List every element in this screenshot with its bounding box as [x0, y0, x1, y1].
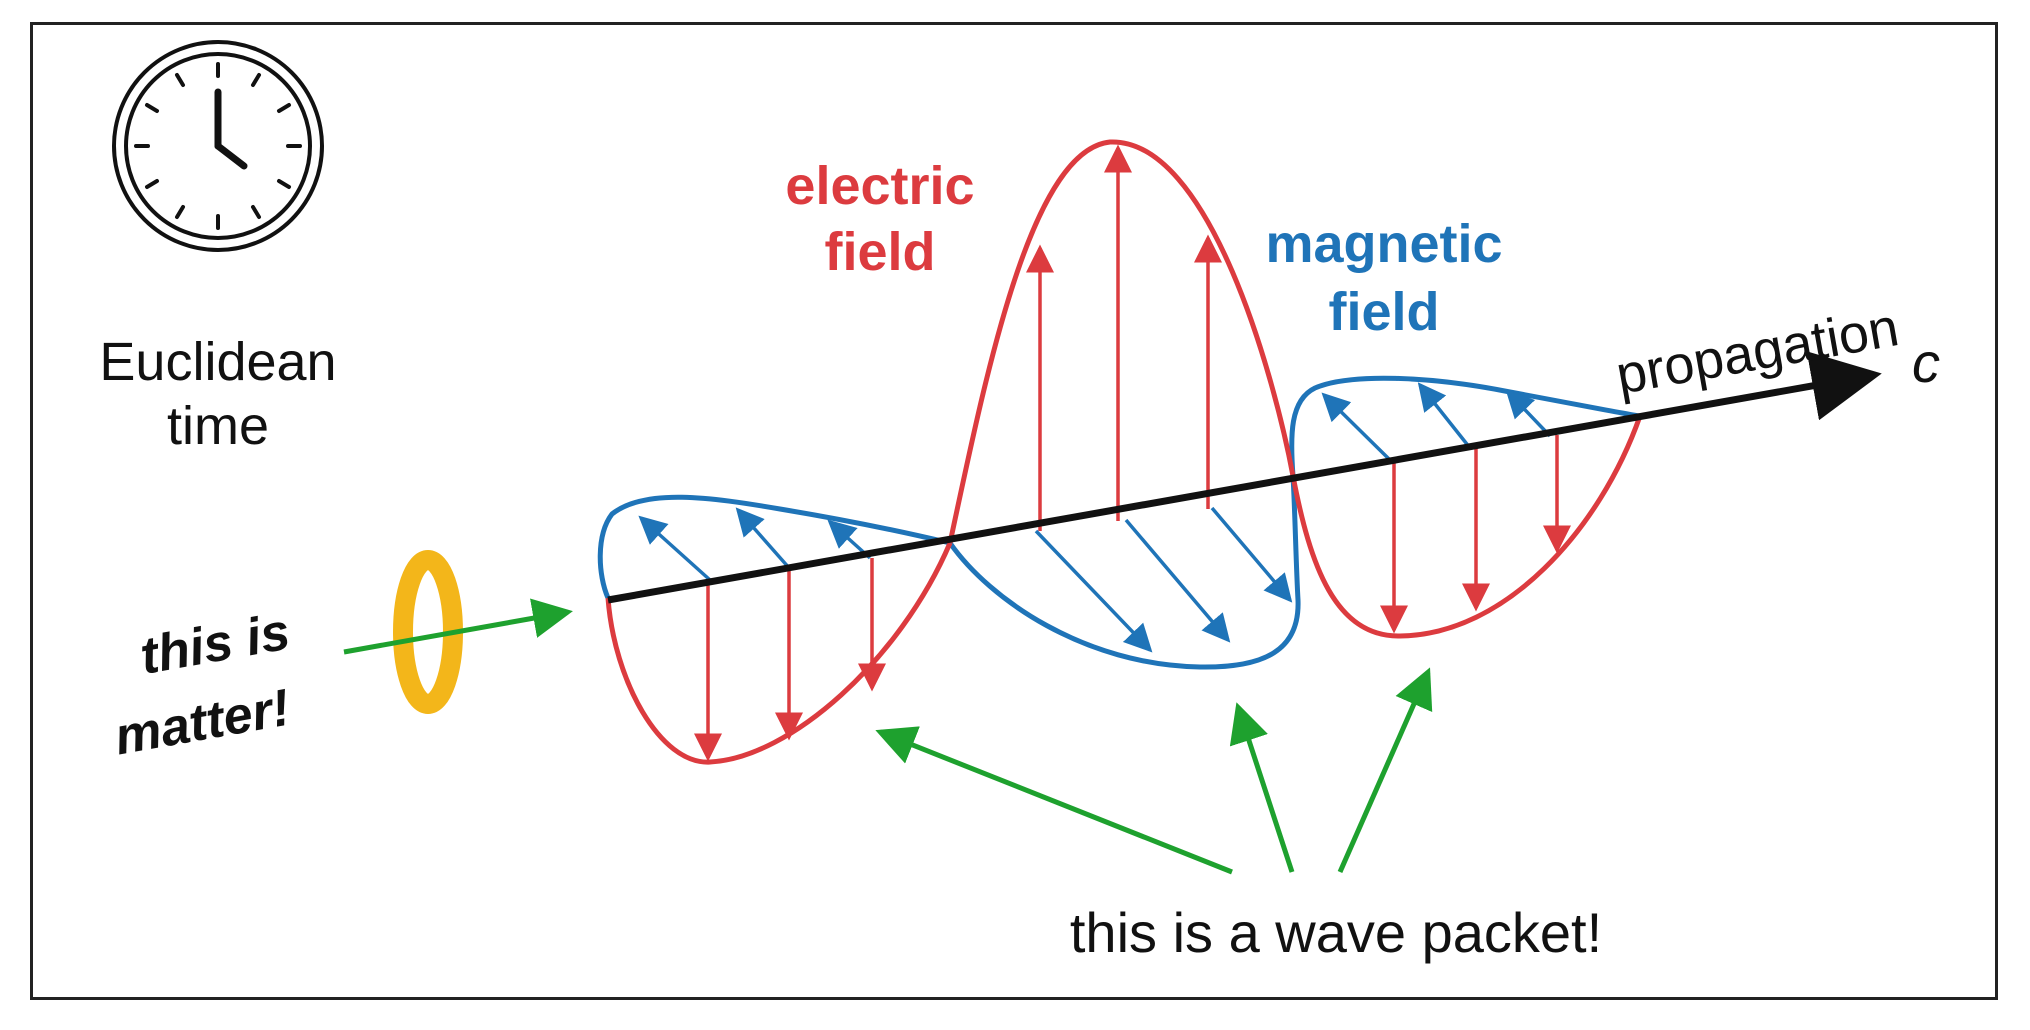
- green-pointer-arrows: [343, 598, 1433, 875]
- propagation-label: propagation: [1612, 297, 1903, 406]
- magnetic-field-wave: [597, 375, 1641, 670]
- wave-packet-pointer-arrow: [1229, 702, 1295, 873]
- wave-packet-pointer-arrow: [875, 726, 1233, 875]
- magnetic-vector: [1505, 389, 1552, 438]
- magnetic-vector: [1210, 506, 1293, 603]
- electric-field-vectors: [694, 144, 1571, 762]
- magnetic-field-label-line1: magnetic: [1265, 214, 1502, 274]
- speed-of-light-label: c: [1912, 331, 1940, 394]
- magnetic-field-vectors: [638, 382, 1552, 653]
- electric-lobe-2: [947, 139, 1296, 544]
- electric-field-label-line1: electric: [785, 156, 974, 216]
- matter-label-line1: this is: [136, 603, 294, 686]
- magnetic-vector: [735, 507, 792, 571]
- clock-label-line1: Euclidean: [99, 332, 336, 392]
- magnetic-lobe-2: [947, 475, 1301, 670]
- matter-label-line2: matter!: [110, 679, 294, 767]
- wave-packet-label: this is a wave packet!: [1070, 901, 1602, 964]
- magnetic-vector: [1321, 392, 1392, 462]
- magnetic-vector: [1417, 382, 1472, 450]
- propagation-axis: [607, 351, 1882, 604]
- electric-lobe-3: [1290, 415, 1643, 639]
- clock-label-line2: time: [167, 396, 269, 456]
- magnetic-vector: [1034, 529, 1153, 653]
- clock-icon: [112, 40, 324, 252]
- wave-packet-pointer-arrow: [1337, 667, 1433, 874]
- electric-lobe-1: [605, 542, 953, 765]
- electric-field-label-line2: field: [824, 222, 935, 282]
- magnetic-vector: [638, 515, 712, 582]
- magnetic-field-label-line2: field: [1328, 282, 1439, 342]
- magnetic-lobe-3: [1289, 375, 1641, 477]
- matter-pointer-arrow: [343, 598, 573, 655]
- magnetic-lobe-1: [597, 494, 951, 599]
- diagram-frame: [30, 22, 1998, 1000]
- magnetic-vector: [1124, 518, 1231, 643]
